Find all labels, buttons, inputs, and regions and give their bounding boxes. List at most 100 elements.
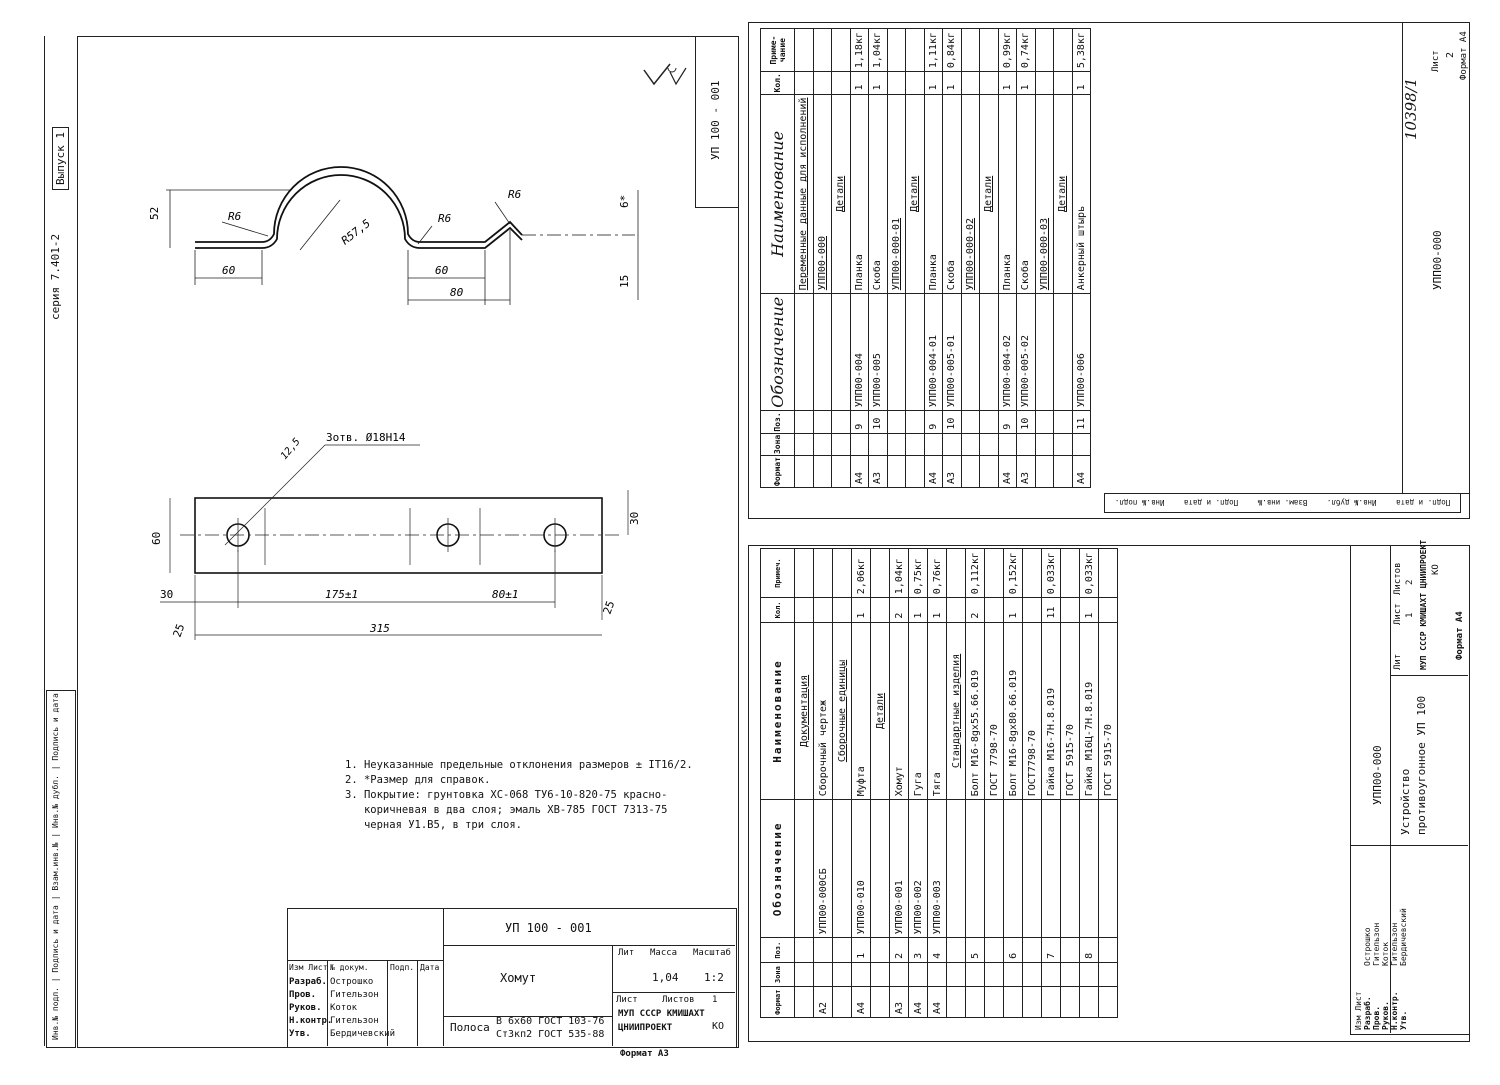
spec-bottom-cell-code: УПП00-010 bbox=[851, 799, 871, 938]
spec-bottom-cell-pos bbox=[1098, 937, 1118, 963]
spec-top-cell-name: Планка bbox=[998, 94, 1017, 294]
tb-col-date: Дата bbox=[420, 963, 440, 972]
spec-bottom-cell-qty bbox=[813, 597, 833, 623]
spec-top-cell-code: УПП00-004 bbox=[850, 293, 869, 411]
spec-top-cell-pos bbox=[1053, 410, 1072, 434]
spec-bottom-cell-fmt bbox=[1003, 986, 1023, 1018]
tb-sheets: 1 bbox=[712, 995, 718, 1005]
spec-top-cell-qty bbox=[979, 71, 998, 95]
hdr-b-zone: Зона bbox=[760, 962, 795, 987]
spec-bottom-cell-code bbox=[1041, 799, 1061, 938]
bs-person-0: Острошко bbox=[1363, 927, 1372, 966]
spec-top-cell-qty bbox=[1053, 71, 1072, 95]
bs-role-5: Утв. bbox=[1399, 1010, 1408, 1030]
tb-person-3: Гительзон bbox=[330, 1016, 379, 1026]
hdr-zone: Зона bbox=[760, 433, 795, 456]
top-sheet-number: 2 bbox=[1445, 51, 1456, 58]
tb-person-0: Острошко bbox=[330, 977, 374, 987]
spec-top-cell-fmt bbox=[961, 455, 980, 488]
tb-divider-v1 bbox=[443, 908, 444, 1046]
dim-80-plan: 80±1 bbox=[492, 588, 519, 601]
hdr-b-note: Примеч. bbox=[760, 548, 795, 598]
spec-top-cell-zone bbox=[831, 433, 850, 456]
bs-line-2 bbox=[1350, 845, 1468, 846]
spec-top-cell-fmt: А3 bbox=[1016, 455, 1035, 488]
dim-60-plan: 60 bbox=[150, 532, 163, 545]
tb-person-4: Бердичевский bbox=[330, 1029, 396, 1039]
spec-bottom-row: ГОСТ 5915-70 bbox=[1060, 548, 1080, 1018]
spec-bottom-cell-note: 0,75кг bbox=[908, 548, 928, 598]
spec-bottom-cell-pos bbox=[984, 937, 1004, 963]
spec-top-cell-qty bbox=[831, 71, 850, 95]
bs-role-3: Руков. bbox=[1381, 1001, 1390, 1030]
spec-bottom-cell-zone bbox=[1022, 962, 1042, 987]
spec-top-cell-qty bbox=[961, 71, 980, 95]
dim-30-plan: 30 bbox=[628, 512, 641, 525]
spec-top-row: УПП00-000-01 bbox=[887, 28, 906, 488]
spec-top-cell-fmt bbox=[794, 455, 813, 488]
spec-top-row: Детали bbox=[979, 28, 998, 488]
spec-bottom-cell-fmt: А4 bbox=[908, 986, 928, 1018]
spec-bottom-cell-code bbox=[1079, 799, 1099, 938]
bs-org: МУП СССР КМИШАХТ ЦНИИПРОЕКТ bbox=[1419, 539, 1428, 670]
tb-role-0: Изм Лист bbox=[289, 963, 328, 972]
spec-top-cell-note bbox=[961, 28, 980, 72]
spec-top-cell-fmt bbox=[887, 455, 906, 488]
spec-bottom-cell-name: Детали bbox=[870, 622, 890, 800]
tb-material-2: В 6х60 ГОСТ 103-76 bbox=[496, 1016, 605, 1027]
spec-top-cell-fmt: А4 bbox=[924, 455, 943, 488]
spec-bottom-cell-note bbox=[1022, 548, 1042, 598]
spec-top-cell-pos: 10 bbox=[942, 410, 961, 434]
spec-bottom-cell-note: 0,033кг bbox=[1041, 548, 1061, 598]
spec-bottom-cell-qty: 1 bbox=[908, 597, 928, 623]
spec-top-cell-note bbox=[794, 28, 813, 72]
hdr-b-format: Формат bbox=[760, 986, 795, 1018]
spec-top-cell-fmt bbox=[1035, 455, 1054, 488]
dim-315: 315 bbox=[369, 622, 390, 635]
tb-material-3: Ст3кп2 ГОСТ 535-88 bbox=[496, 1029, 605, 1040]
spec-bottom-cell-pos: 7 bbox=[1041, 937, 1061, 963]
spec-bottom-cell-zone bbox=[794, 962, 814, 987]
spec-top-cell-pos bbox=[813, 410, 832, 434]
spec-top-cell-name: Переменные данные для исполнений bbox=[794, 94, 813, 294]
left-side-stamp-text: Инв.№ подл. | Подпись и дата | Взам.инв.… bbox=[51, 693, 60, 1040]
spec-bottom-cell-fmt: А2 bbox=[813, 986, 833, 1018]
tb-divider-v3 bbox=[327, 960, 328, 1046]
spec-bottom-cell-zone bbox=[832, 962, 852, 987]
spec-top-cell-zone bbox=[1016, 433, 1035, 456]
spec-bottom-cell-pos bbox=[1060, 937, 1080, 963]
spec-bottom-cell-name: ГОСТ 7798-70 bbox=[984, 622, 1004, 800]
dim-52: 52 bbox=[150, 207, 161, 220]
dim-60-b: 60 bbox=[435, 264, 449, 277]
tb-code: УП 100 - 001 bbox=[505, 921, 592, 935]
spec-bottom-cell-code bbox=[1060, 799, 1080, 938]
spec-bottom-cell-name: Гайка М16-7Н.8.019 bbox=[1041, 622, 1061, 800]
spec-top-cell-fmt bbox=[979, 455, 998, 488]
left-title-block bbox=[287, 908, 737, 1048]
bs-person-4: Бердичевский bbox=[1399, 908, 1408, 966]
bs-role-4: Н.контр. bbox=[1390, 991, 1399, 1030]
note-2: 2. *Размер для справок. bbox=[345, 774, 491, 786]
top-side-0: Подп. и дата bbox=[1396, 498, 1451, 508]
note-3-cont-a: коричневая в два слоя; эмаль ХВ-785 ГОСТ… bbox=[345, 804, 668, 816]
spec-top-cell-qty: 1 bbox=[1016, 71, 1035, 95]
spec-top-cell-name: УПП00-000-03 bbox=[1035, 94, 1054, 294]
spec-top-cell-qty: 1 bbox=[850, 71, 869, 95]
top-sheet-label: Лист bbox=[1431, 50, 1441, 72]
issue-label: Выпуск 1 bbox=[52, 127, 69, 190]
spec-bottom-cell-fmt bbox=[984, 986, 1004, 1018]
dim-80: 80 bbox=[450, 286, 464, 299]
top-side-4: Инв.№ подл. bbox=[1114, 498, 1165, 508]
spec-top-cell-zone bbox=[1053, 433, 1072, 456]
tb-divider-v2 bbox=[612, 945, 613, 1046]
spec-bottom-cell-code: УПП00-000СБ bbox=[813, 799, 833, 938]
spec-bottom-cell-note: 1,04кг bbox=[889, 548, 909, 598]
notes-block: 1. Неуказанные предельные отклонения раз… bbox=[345, 758, 693, 833]
spec-bottom-cell-pos bbox=[870, 937, 890, 963]
bs-role-2: Пров. bbox=[1372, 1005, 1381, 1030]
spec-top-cell-note bbox=[887, 28, 906, 72]
spec-top-cell-code: УПП00-005 bbox=[868, 293, 887, 411]
tb-person-2: Коток bbox=[330, 1003, 358, 1013]
